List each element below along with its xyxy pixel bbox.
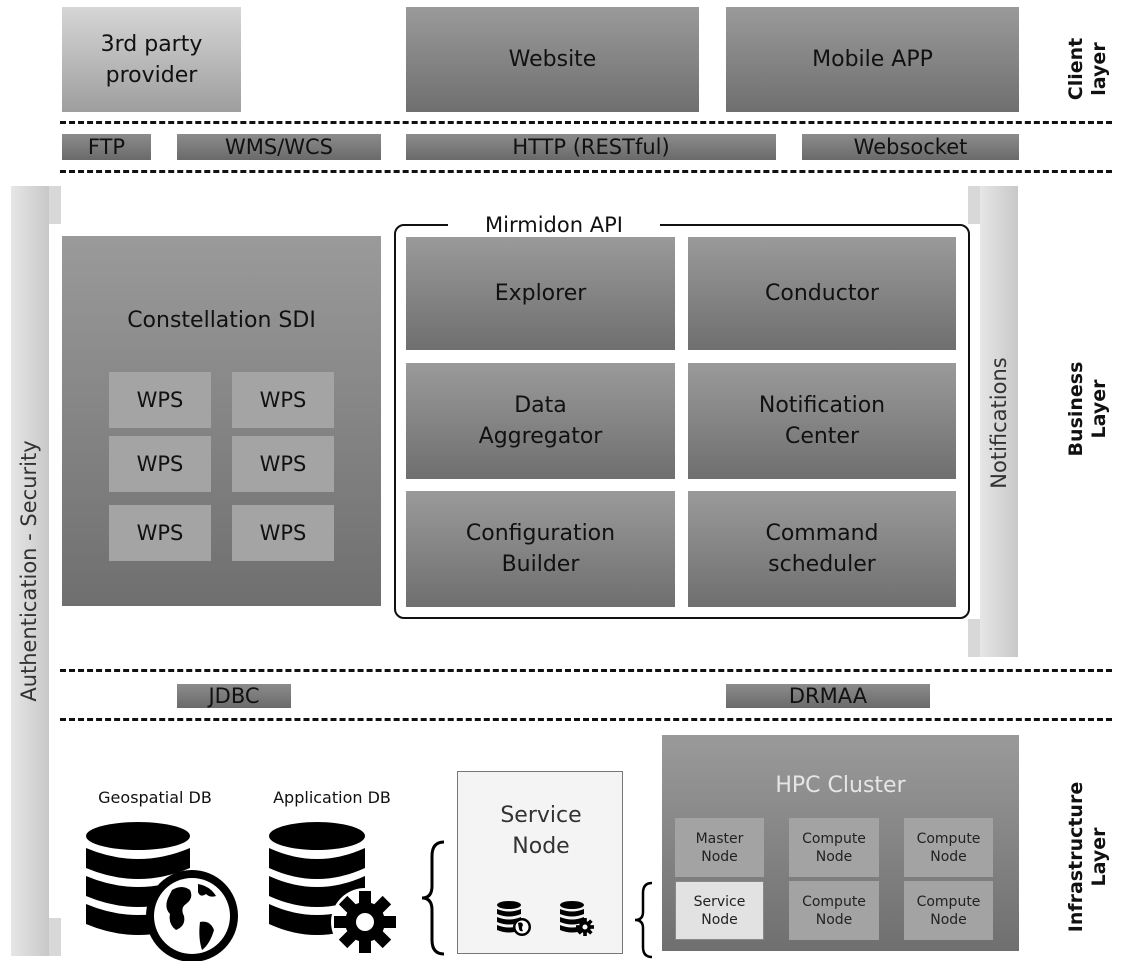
wps-box: WPS	[109, 436, 211, 492]
notif-band-tab-top	[968, 186, 980, 224]
node-label: Compute Node	[916, 893, 981, 928]
wms-wcs-label: WMS/WCS	[224, 135, 334, 159]
ftp-band: FTP	[62, 134, 151, 160]
compute-node: Compute Node	[904, 818, 993, 877]
notifications-label: Notifications	[987, 357, 1011, 489]
geospatial-db-icon	[86, 822, 238, 961]
explorer-label: Explorer	[494, 281, 587, 306]
http-band: HTTP (RESTful)	[406, 134, 776, 160]
third-party-provider-label: 3rd party provider	[100, 31, 203, 88]
client-divider-top	[60, 121, 1112, 124]
wps-label: WPS	[259, 388, 307, 412]
infrastructure-layer-label: Infrastructure Layer	[1065, 781, 1110, 933]
wps-box: WPS	[232, 436, 334, 492]
websocket-band: Websocket	[802, 134, 1019, 160]
configuration-builder-module: Configuration Builder	[406, 491, 675, 607]
command-scheduler-module: Command scheduler	[688, 491, 956, 607]
wps-box: WPS	[232, 372, 334, 428]
http-label: HTTP (RESTful)	[512, 135, 670, 159]
mirmidon-api-title: Mirmidon API	[448, 211, 660, 239]
conductor-label: Conductor	[765, 281, 879, 306]
compute-node: Compute Node	[789, 881, 879, 940]
notification-center-module: Notification Center	[688, 363, 956, 479]
data-aggregator-module: Data Aggregator	[406, 363, 675, 479]
ftp-label: FTP	[87, 135, 126, 159]
auth-band-tab-top	[49, 186, 61, 224]
auth-security-band	[11, 186, 49, 956]
geospatial-db-small-icon	[497, 901, 531, 936]
configuration-builder-label: Configuration Builder	[465, 521, 616, 577]
auth-band-tab-bottom	[49, 918, 61, 956]
compute-node: Compute Node	[789, 818, 879, 877]
third-party-provider-box: 3rd party provider	[62, 7, 241, 112]
command-scheduler-label: Command scheduler	[765, 521, 879, 577]
drmaa-band: DRMAA	[726, 684, 930, 708]
drmaa-label: DRMAA	[788, 684, 868, 708]
mobile-app-box: Mobile APP	[726, 7, 1019, 112]
websocket-label: Websocket	[853, 135, 968, 159]
wps-box: WPS	[232, 505, 334, 561]
compute-node: Compute Node	[904, 881, 993, 940]
mirmidon-api-frame	[394, 224, 970, 619]
business-layer-label: Business Layer	[1065, 361, 1110, 457]
website-box: Website	[406, 7, 699, 112]
notifications-band	[980, 186, 1018, 657]
node-label: Compute Node	[916, 830, 981, 865]
jdbc-band: JDBC	[177, 684, 291, 708]
wps-label: WPS	[136, 521, 184, 545]
constellation-sdi-title: Constellation SDI	[127, 308, 316, 333]
service-node-label: Service Node	[500, 803, 582, 859]
business-divider-bottom	[60, 718, 1112, 721]
mobile-app-label: Mobile APP	[812, 47, 933, 72]
client-divider-bottom	[60, 170, 1112, 173]
application-db-small-icon	[560, 901, 594, 936]
application-db-icon	[269, 822, 399, 956]
service-node: Service Node	[675, 881, 764, 940]
geospatial-db-label: Geospatial DB	[98, 788, 212, 807]
notification-center-label: Notification Center	[758, 393, 886, 449]
client-layer-label: Client layer	[1065, 37, 1110, 101]
website-label: Website	[508, 47, 597, 72]
notif-band-tab-bottom	[968, 619, 980, 657]
wps-label: WPS	[259, 452, 307, 476]
explorer-module: Explorer	[406, 237, 675, 350]
conductor-module: Conductor	[688, 237, 956, 350]
service-node-box: Service Node	[457, 771, 623, 954]
master-node: Master Node	[675, 818, 764, 877]
node-label: Master Node	[695, 830, 744, 865]
application-db-label: Application DB	[273, 788, 391, 807]
business-divider-top	[60, 669, 1112, 672]
data-aggregator-label: Data Aggregator	[478, 393, 603, 449]
node-label: Service Node	[693, 893, 746, 928]
node-label: Compute Node	[802, 830, 866, 865]
auth-security-label: Authentication - Security	[17, 440, 41, 702]
wps-label: WPS	[136, 388, 184, 412]
jdbc-label: JDBC	[208, 684, 260, 708]
wps-label: WPS	[136, 452, 184, 476]
wps-box: WPS	[109, 505, 211, 561]
hpc-cluster-title: HPC Cluster	[775, 773, 906, 798]
wps-label: WPS	[259, 521, 307, 545]
brace-icon	[634, 881, 653, 959]
node-label: Compute Node	[802, 893, 866, 928]
wms-wcs-band: WMS/WCS	[177, 134, 381, 160]
brace-icon	[421, 840, 445, 956]
wps-box: WPS	[109, 372, 211, 428]
